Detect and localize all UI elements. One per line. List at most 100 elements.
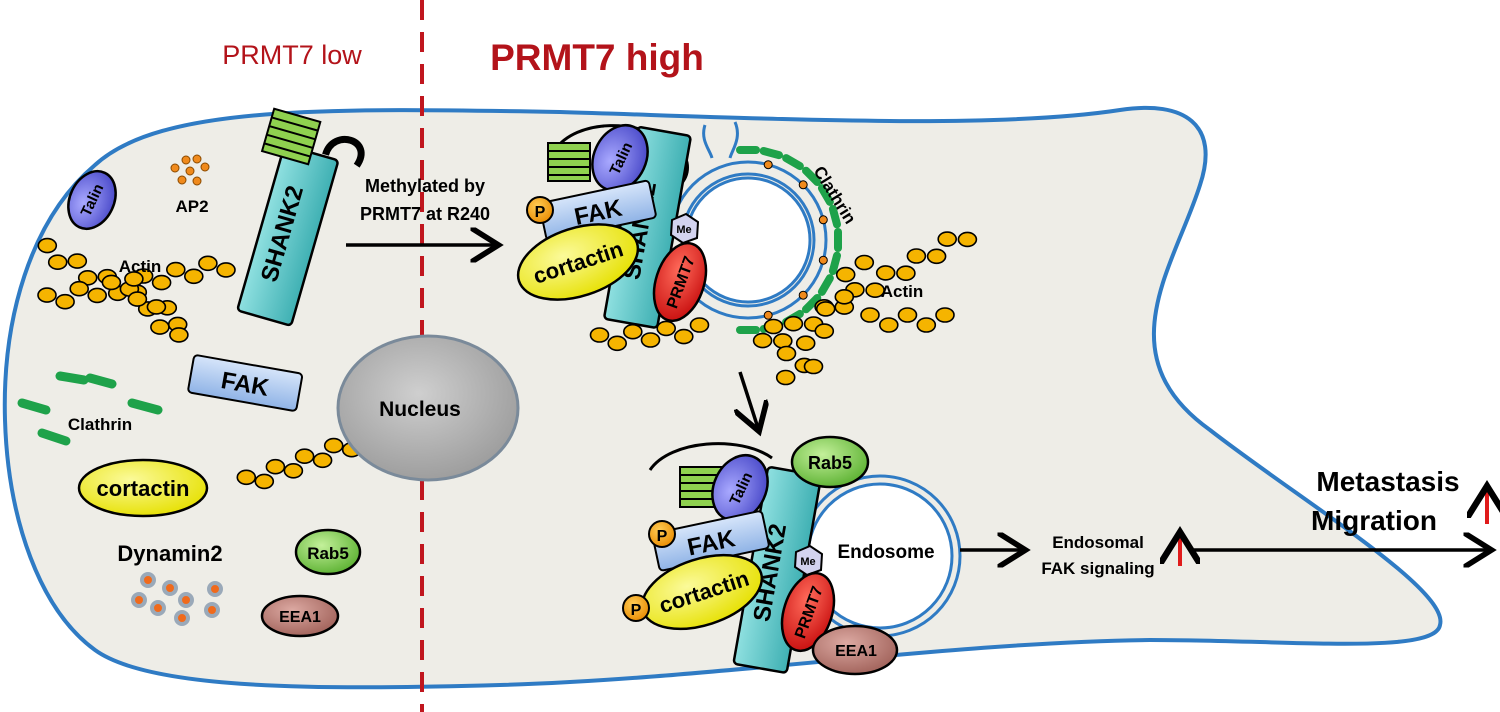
actin-label-left: Actin — [119, 257, 162, 276]
actin-bead — [323, 437, 344, 454]
svg-text:Nucleus: Nucleus — [379, 398, 461, 421]
svg-text:cortactin: cortactin — [97, 476, 190, 501]
methyl-top: Me — [669, 212, 700, 245]
prmt7-low-label: PRMT7 low — [222, 40, 362, 70]
outcome-label-line2: Migration — [1311, 505, 1437, 536]
actin-bead — [184, 268, 204, 285]
actin-bead — [772, 333, 793, 349]
methylation-label-line1: Methylated by — [365, 176, 485, 196]
actin-bead — [312, 452, 333, 469]
endosomal-label-line1: Endosomal — [1052, 533, 1144, 552]
actin-filament-middle — [236, 437, 362, 490]
actin-bead — [124, 271, 144, 287]
clathrin-label-left: Clathrin — [68, 415, 132, 434]
phospho-bottom-cortactin: P — [622, 594, 650, 622]
actin-bead — [783, 315, 804, 332]
actin-bead — [935, 307, 955, 323]
actin-bead — [878, 317, 899, 333]
actin-bead — [803, 358, 824, 375]
svg-text:P: P — [657, 528, 668, 545]
green-domain-left — [260, 107, 322, 166]
svg-text:Rab5: Rab5 — [307, 544, 349, 563]
ap2-dots — [170, 154, 210, 186]
actin-bead — [151, 274, 172, 291]
clathrin-dash — [828, 205, 841, 229]
cell-membrane — [2, 105, 1443, 690]
actin-bead — [763, 318, 784, 335]
clathrin-dash — [802, 166, 822, 186]
svg-text:Me: Me — [800, 556, 815, 568]
clathrin-dash — [828, 251, 841, 275]
ap2-dot — [818, 255, 828, 265]
svg-text:Me: Me — [676, 224, 691, 236]
endosome-label: Endosome — [837, 542, 934, 563]
eea1-left: EEA1 — [260, 594, 340, 638]
fak-left: FAK — [187, 354, 304, 412]
actin-bead — [897, 307, 918, 323]
clathrin-dashes-left — [17, 371, 163, 446]
prmt7-bottom: PRMT7 — [780, 571, 836, 653]
actin-bead — [896, 265, 916, 282]
prmt7-high-label: PRMT7 high — [490, 37, 704, 78]
endocytosis-arrow — [740, 371, 758, 428]
actin-bead — [47, 254, 68, 271]
prmt7-top: PRMT7 — [652, 241, 708, 323]
actin-bead — [55, 293, 75, 310]
actin-bead — [127, 291, 148, 307]
svg-text:P: P — [631, 602, 642, 619]
actin-filament-right — [589, 231, 978, 386]
dynamin2-dots — [131, 572, 223, 626]
complex-top: SHANK2 Talin FAK P cortactin Me — [516, 124, 708, 329]
membrane-pit — [702, 121, 739, 159]
actin-bead — [283, 462, 304, 479]
rab5-left: Rab5 — [294, 528, 362, 576]
talin-top: Talin — [591, 124, 649, 192]
actin-bead — [589, 327, 610, 343]
actin-bead — [776, 345, 797, 362]
actin-bead — [607, 335, 628, 352]
clathrin-dash — [817, 274, 834, 296]
ap2-dot — [798, 290, 808, 300]
methylation-label-line2: PRMT7 at R240 — [360, 204, 490, 224]
green-domain-top — [547, 142, 591, 182]
clathrin-dash — [782, 154, 804, 171]
actin-bead — [254, 473, 275, 490]
actin-bead — [640, 332, 661, 348]
actin-bead — [673, 328, 694, 345]
phospho-top: P — [526, 196, 554, 224]
actin-bead — [67, 253, 88, 269]
actin-bead — [37, 287, 57, 303]
actin-bead — [689, 317, 710, 333]
actin-bead — [166, 261, 186, 278]
ap2-dot — [798, 180, 808, 190]
actin-bead — [957, 231, 978, 248]
shank2-left: SHANK2 — [236, 107, 365, 327]
actin-bead — [265, 458, 286, 475]
complex-bottom: SHANK2 Rab5 Talin FAK P cortactin P — [622, 435, 899, 676]
svg-text:EEA1: EEA1 — [279, 609, 321, 626]
ap2-label: AP2 — [175, 197, 208, 216]
actin-bead — [815, 301, 836, 317]
actin-bead — [236, 469, 257, 486]
rab5-right: Rab5 — [790, 435, 870, 489]
svg-text:EEA1: EEA1 — [835, 643, 877, 660]
cortactin-top: cortactin — [516, 223, 640, 301]
actin-bead — [906, 248, 927, 264]
actin-bead — [860, 307, 880, 323]
dynamin2-label: Dynamin2 — [117, 541, 222, 566]
actin-bead — [775, 369, 796, 386]
ap2-dot — [818, 215, 828, 225]
clathrin-dash — [817, 184, 834, 206]
actin-bead — [854, 254, 875, 271]
actin-bead — [814, 323, 835, 339]
actin-bead — [937, 231, 958, 247]
actin-bead — [150, 319, 170, 335]
actin-bead — [865, 282, 885, 299]
actin-label-right: Actin — [881, 282, 924, 301]
actin-bead — [926, 248, 947, 265]
actin-bead — [216, 262, 236, 278]
methyl-bottom: Me — [793, 544, 824, 577]
nucleus: Nucleus — [336, 334, 520, 482]
actin-bead — [169, 327, 189, 343]
actin-bead — [198, 255, 218, 272]
